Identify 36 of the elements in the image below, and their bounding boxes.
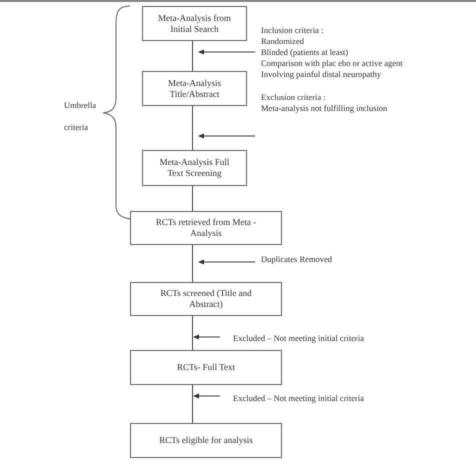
- criteria-text: Excluded – Not meeting initial criteria: [233, 333, 364, 344]
- process-box: [142, 150, 247, 186]
- arrow: [198, 50, 256, 54]
- process-box: [130, 423, 282, 458]
- process-box: [142, 6, 247, 41]
- connector-line: [192, 186, 193, 212]
- process-box: [130, 282, 282, 316]
- connector-line: [192, 384, 193, 424]
- arrow: [198, 260, 256, 264]
- connector-line: [192, 244, 193, 282]
- arrow: [193, 334, 220, 340]
- connector-line: [192, 316, 193, 350]
- criteria-text: Blinded (patients at least): [261, 47, 350, 58]
- process-box: [130, 211, 282, 245]
- connector-line: [192, 106, 193, 150]
- arrow: [193, 394, 220, 398]
- criteria-text: Inclusion criteria :: [261, 25, 324, 36]
- criteria-text: Involving painful distal neuropathy: [261, 69, 382, 80]
- criteria-text: Comparison with plac ebo or active agent: [261, 58, 403, 69]
- box-label: Meta-Analysis Title/Abstract: [167, 78, 222, 100]
- box-label: RCTs eligible for analysis: [159, 435, 253, 446]
- box-label: RCTs screened (Title and Abstract): [159, 288, 253, 310]
- arrow: [198, 134, 256, 138]
- bracket-label: Umbrella criteria: [64, 99, 98, 134]
- process-box: [142, 71, 247, 106]
- box-label: Meta-Analysis from Initial Search: [157, 12, 232, 34]
- criteria-text: Exclusion criteria :: [261, 92, 327, 103]
- criteria-text: Duplicates Removed: [261, 254, 332, 265]
- criteria-text: Meta-analysis not fulfilling inclusion: [261, 103, 388, 114]
- criteria-text: Randomized: [261, 36, 305, 47]
- box-label: RCTs- Full Text: [176, 362, 236, 373]
- connector-line: [192, 40, 193, 72]
- box-label: Meta-Analysis Full Text Screening: [158, 157, 230, 179]
- process-box: [130, 350, 282, 385]
- criteria-text: Excluded – Not meeting initial criteria: [233, 393, 364, 404]
- box-label: RCTs retrieved from Meta -Analysis: [154, 217, 258, 239]
